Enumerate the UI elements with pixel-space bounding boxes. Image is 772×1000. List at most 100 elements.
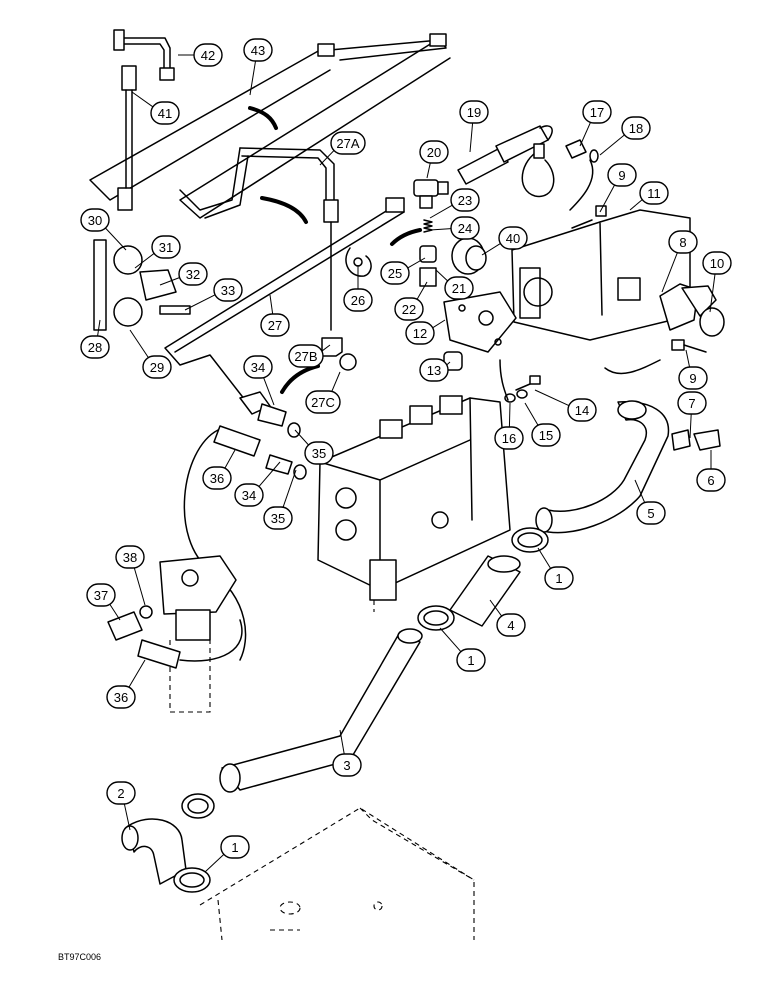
callout-c24: 24 — [429, 216, 480, 240]
callout-bubble — [80, 335, 110, 359]
clamp-39 — [521, 143, 555, 198]
leader-line — [224, 449, 236, 469]
callout-bubble — [582, 100, 612, 124]
leader-line — [131, 91, 154, 108]
routing-arrow-3 — [390, 228, 422, 246]
hose-4 — [449, 555, 521, 627]
tube-43 — [89, 33, 451, 219]
callout-label: 27B — [294, 349, 317, 364]
leader-line — [319, 149, 335, 166]
callout-c14: 14 — [534, 389, 597, 422]
elbow-hose-2 — [121, 818, 187, 885]
callout-label: 16 — [502, 431, 516, 446]
callout-c7: 7 — [677, 391, 707, 439]
callout-c43: 43 — [243, 38, 273, 96]
callout-c32: 32 — [159, 262, 208, 286]
valve-25-21-22 — [419, 245, 437, 287]
callout-c38: 38 — [115, 545, 146, 606]
callout-label: 11 — [647, 186, 661, 201]
callout-bubble — [115, 545, 145, 569]
leader-line — [97, 319, 101, 337]
figure-code: BT97C006 — [58, 952, 101, 962]
leader-line — [134, 252, 155, 269]
callout-label: 43 — [251, 43, 265, 58]
callout-c8: 8 — [661, 230, 698, 293]
callout-bubble — [498, 226, 528, 250]
callout-bubble — [450, 216, 480, 240]
callout-label: 24 — [458, 221, 472, 236]
routing-arrow-1 — [248, 106, 278, 130]
callout-c35a: 35 — [294, 429, 334, 465]
callout-bubble — [343, 288, 373, 312]
callout-label: 10 — [710, 256, 724, 271]
callout-bubble — [234, 483, 264, 507]
callout-bubble — [80, 208, 110, 232]
callout-bubble — [86, 583, 116, 607]
callout-bubble — [330, 131, 366, 155]
callout-label: 36 — [114, 690, 128, 705]
tee-fitting-20 — [413, 179, 449, 209]
callout-label: 27C — [311, 395, 335, 410]
callout-c31: 31 — [134, 235, 181, 269]
leader-line — [429, 228, 452, 231]
leader-line — [184, 294, 216, 311]
callout-bubble — [394, 297, 424, 321]
fitting-34-35 — [239, 391, 307, 480]
callout-c33: 33 — [184, 278, 243, 311]
leader-line — [481, 242, 501, 256]
callout-c4: 4 — [489, 599, 526, 637]
callout-label: 40 — [506, 231, 520, 246]
callout-label: 28 — [88, 340, 102, 355]
callout-label: 7 — [688, 396, 695, 411]
callout-label: 3 — [343, 758, 350, 773]
callout-c13: 13 — [419, 358, 451, 382]
leader-line — [339, 729, 345, 755]
callout-label: 22 — [402, 302, 416, 317]
callout-label: 31 — [159, 240, 173, 255]
callout-label: 8 — [679, 235, 686, 250]
callout-label: 4 — [507, 618, 514, 633]
leader-line — [524, 402, 539, 427]
callout-label: 14 — [575, 403, 589, 418]
callout-bubble — [304, 441, 334, 465]
callout-label: 2 — [117, 786, 124, 801]
callout-label: 34 — [251, 360, 265, 375]
flange-8 — [659, 283, 717, 331]
callout-bubble — [220, 835, 250, 859]
leader-line — [416, 281, 428, 301]
leader-line — [435, 269, 449, 282]
tube-27 — [164, 197, 405, 401]
leader-line — [508, 402, 511, 428]
callout-c23: 23 — [429, 188, 480, 219]
callout-c5: 5 — [634, 479, 666, 525]
callout-label: 20 — [427, 145, 441, 160]
clamp-1-lower-a — [181, 793, 215, 819]
filter-assembly — [159, 555, 237, 713]
callout-c16: 16 — [494, 402, 524, 450]
leader-line — [294, 429, 310, 446]
leader-line — [204, 853, 225, 873]
callout-label: 38 — [123, 550, 137, 565]
control-valve — [317, 395, 511, 612]
callout-bubble — [496, 613, 526, 637]
manifold-12 — [443, 291, 517, 353]
callout-label: 9 — [618, 168, 625, 183]
callout-bubble — [607, 163, 637, 187]
callout-bubble — [639, 181, 669, 205]
callout-label: 30 — [88, 213, 102, 228]
leader-line — [634, 479, 646, 504]
callout-c37: 37 — [86, 583, 121, 621]
leader-line — [426, 162, 431, 179]
callout-label: 1 — [467, 653, 474, 668]
clip-26 — [345, 247, 372, 277]
callout-c11: 11 — [629, 181, 669, 211]
clamp-1-upper — [511, 527, 549, 553]
leader-line — [159, 277, 180, 286]
callout-c25: 25 — [380, 257, 426, 285]
leader-line — [133, 567, 146, 606]
leader-line — [262, 376, 275, 406]
callout-c15: 15 — [524, 402, 561, 447]
callout-label: 37 — [94, 588, 108, 603]
callout-c26: 26 — [343, 265, 373, 312]
callout-label: 15 — [539, 428, 553, 443]
